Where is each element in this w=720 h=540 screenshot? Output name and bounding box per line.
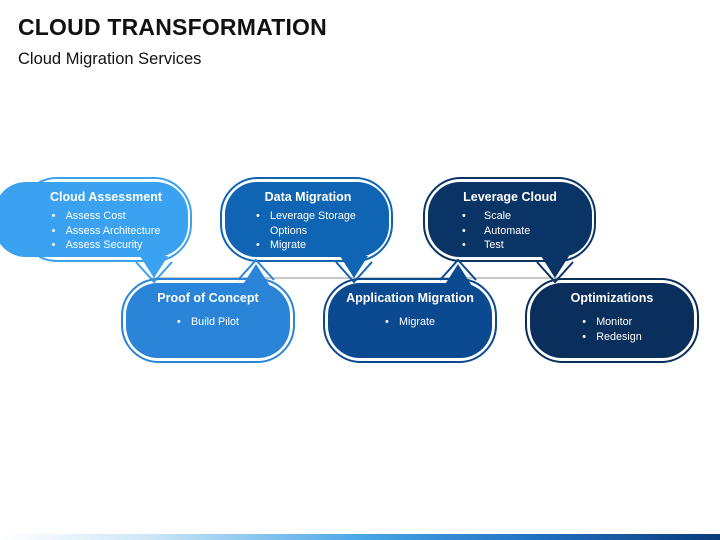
bubble-list: Assess Cost Assess Architecture Assess S… <box>52 209 161 253</box>
list-item: Scale <box>462 209 586 224</box>
bubble-heading: Data Migration <box>264 190 352 204</box>
bubble-heading: Optimizations <box>570 291 654 305</box>
list-item: Build Pilot <box>177 315 239 330</box>
bubble-list: Build Pilot <box>177 315 239 330</box>
bubble-leverage-cloud: Leverage Cloud Scale Automate Test <box>434 190 586 253</box>
bubble-optimizations: Optimizations Monitor Redesign <box>536 291 688 344</box>
bubble-heading: Leverage Cloud <box>463 190 557 204</box>
bubble-heading: Proof of Concept <box>157 291 259 305</box>
bubble-heading: Cloud Assessment <box>49 190 163 204</box>
list-item: Automate <box>462 224 586 239</box>
bubble-list: Monitor Redesign <box>582 315 642 344</box>
bubble-application-migration: Application Migration Migrate <box>334 291 486 330</box>
list-item: Leverage Storage Options <box>256 209 360 238</box>
list-item: Test <box>462 238 586 253</box>
list-item: Assess Security <box>52 238 161 253</box>
page-title: CLOUD TRANSFORMATION <box>18 14 327 40</box>
list-item: Redesign <box>582 330 642 345</box>
bubble-list: Scale Automate Test <box>462 209 586 253</box>
bubble-list: Migrate <box>385 315 435 330</box>
bubble-heading: Application Migration <box>346 291 474 305</box>
list-item: Assess Architecture <box>52 224 161 239</box>
page-subtitle: Cloud Migration Services <box>18 50 202 68</box>
list-item: Assess Cost <box>52 209 161 224</box>
bubble-list: Leverage Storage Options Migrate <box>256 209 360 253</box>
bubble-proof-of-concept: Proof of Concept Build Pilot <box>132 291 284 330</box>
bubble-cloud-assessment: Cloud Assessment Assess Cost Assess Arch… <box>30 190 182 253</box>
list-item: Monitor <box>582 315 642 330</box>
bottom-gradient-bar <box>0 534 720 540</box>
bubble-data-migration: Data Migration Leverage Storage Options … <box>232 190 384 253</box>
list-item: Migrate <box>385 315 435 330</box>
list-item: Migrate <box>256 238 360 253</box>
